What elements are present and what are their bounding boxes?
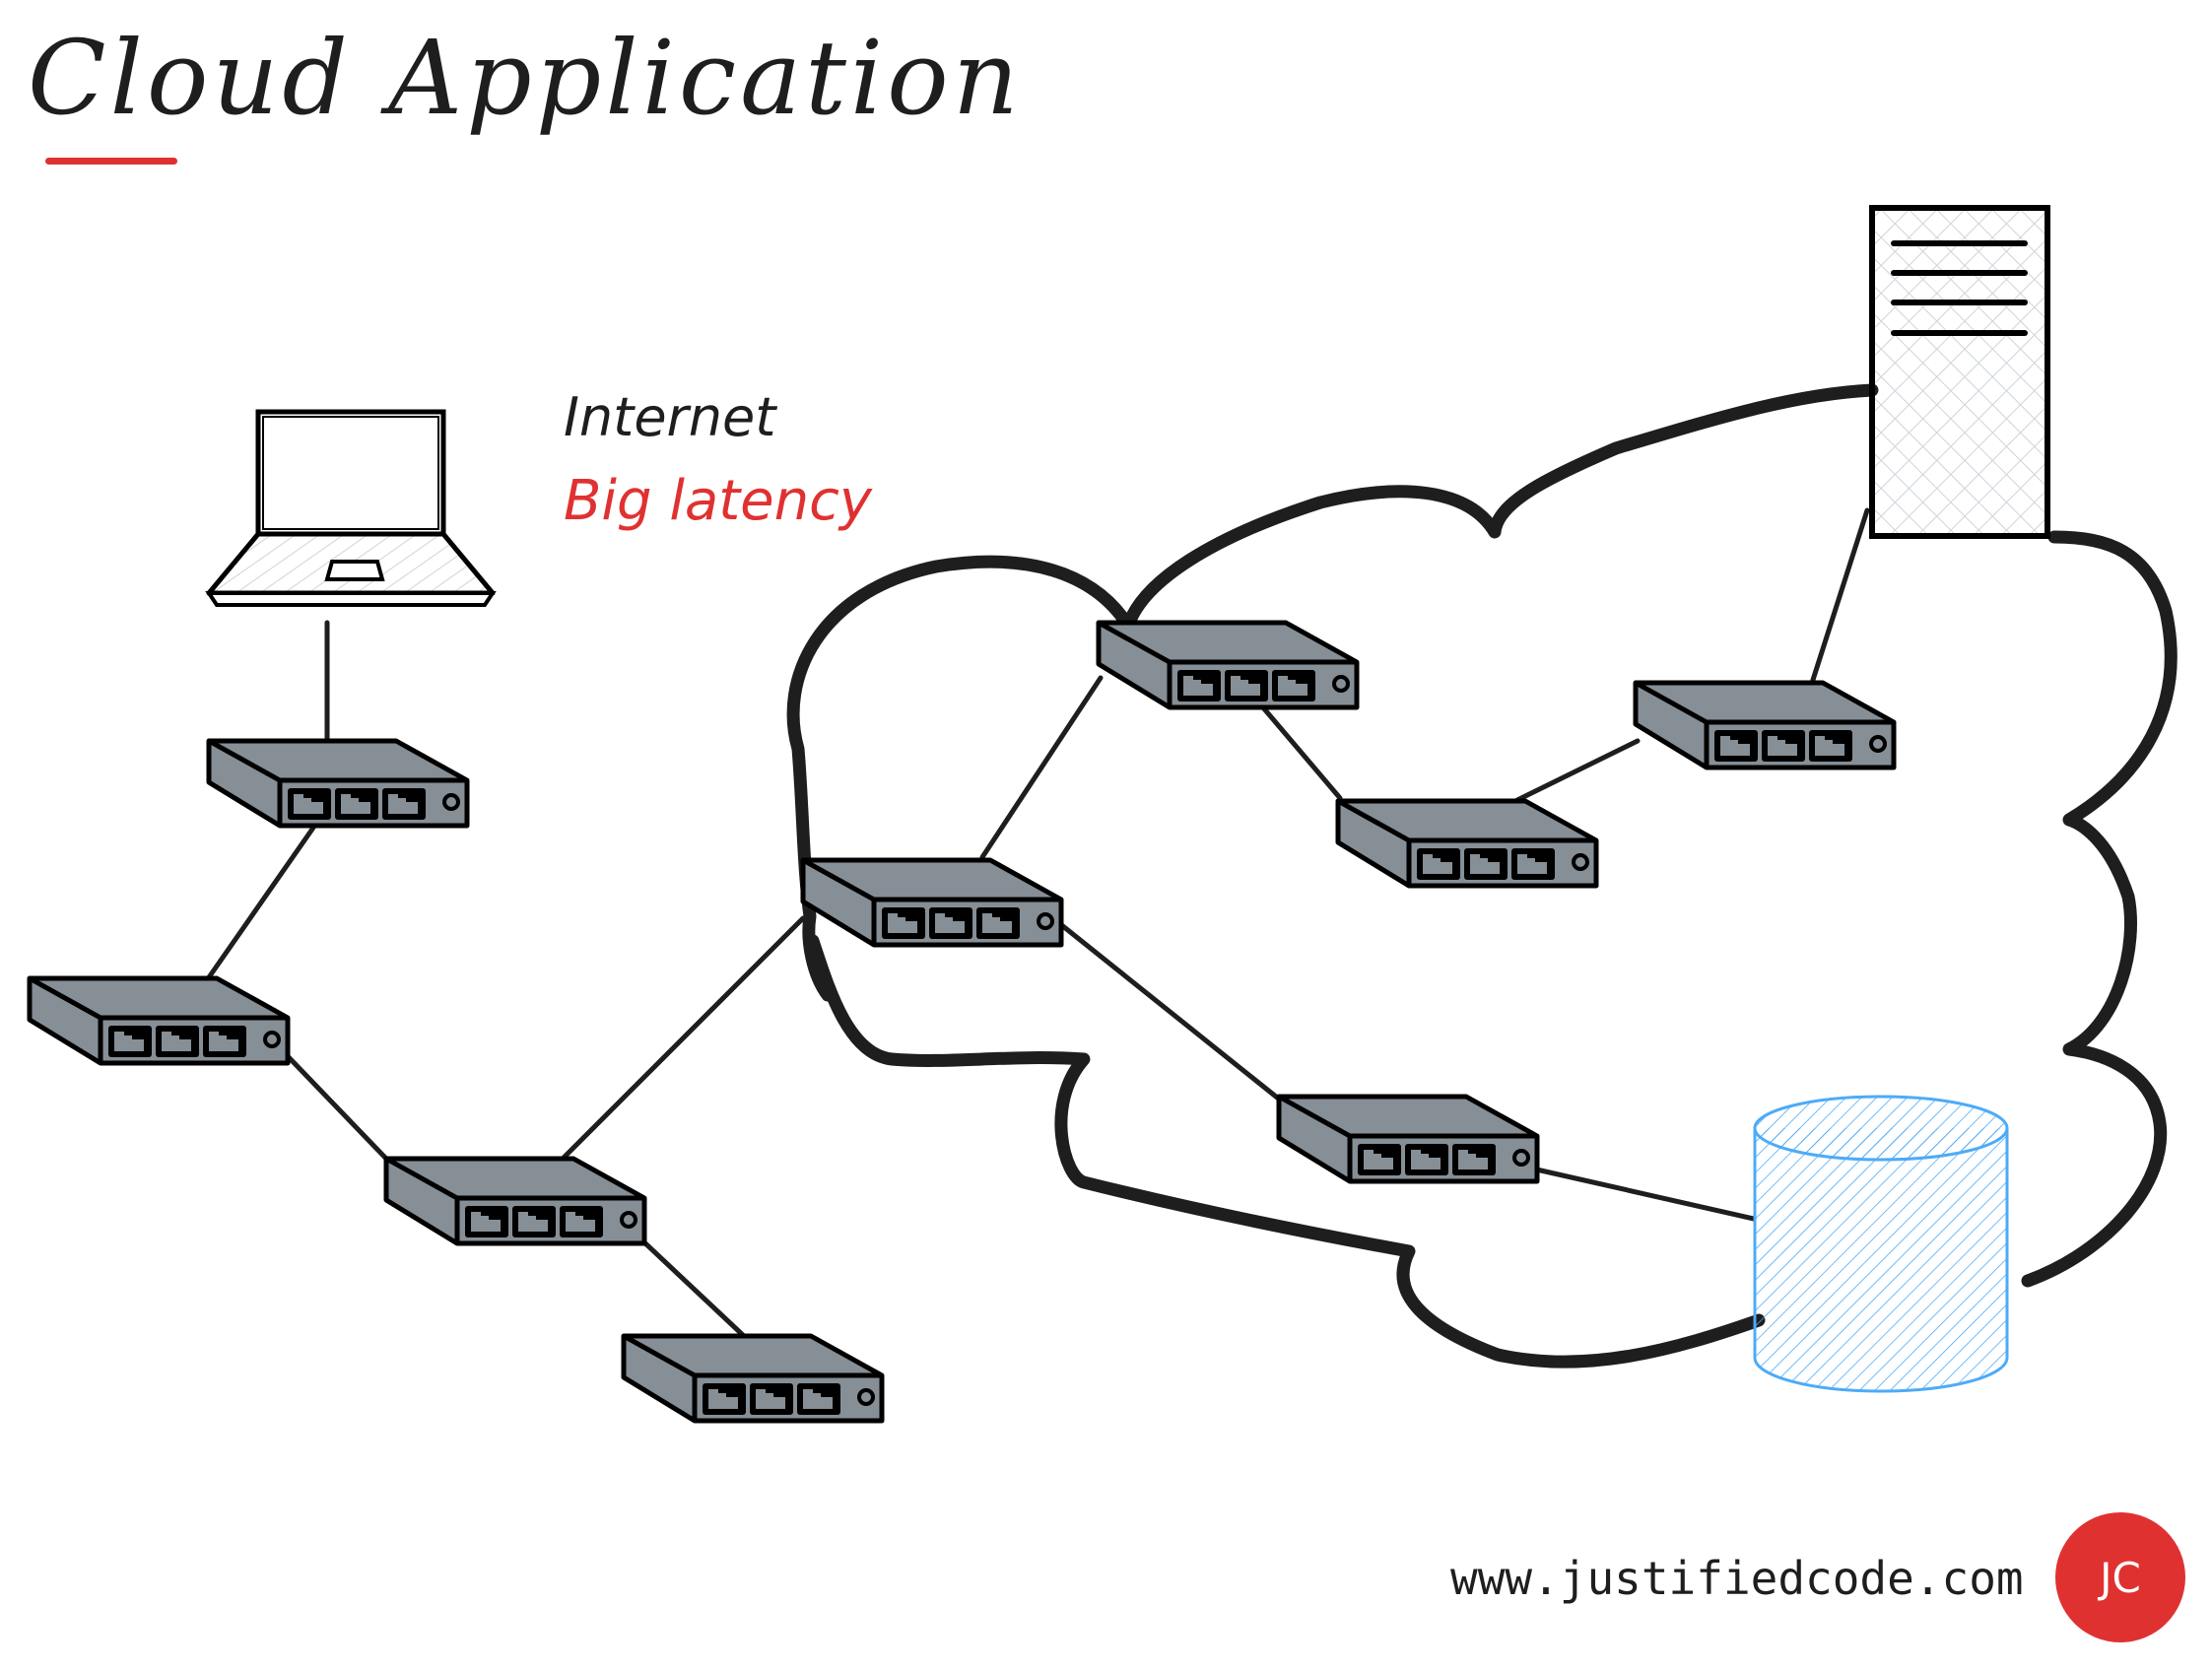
edge-sw-cloud-edge-sw-cloud-top	[979, 675, 1104, 860]
title-underline	[45, 158, 177, 165]
edge-sw-cloud-low-database	[1529, 1166, 1757, 1222]
edge-sw-b-sw-cloud-edge	[561, 915, 806, 1161]
edge-sw-a-sw-b	[283, 1051, 389, 1162]
brand-logo: JC	[2055, 1512, 2185, 1642]
switch-icon-cloud-edge	[803, 860, 1061, 945]
switch-icon-client	[209, 741, 467, 826]
switch-icon-cloud-right	[1636, 683, 1894, 768]
switch-icon-cloud-mid	[1338, 801, 1596, 886]
edge-sw-client-sw-a	[206, 825, 316, 980]
connections	[206, 507, 1870, 1339]
footer-url[interactable]: www.justifiedcode.com	[1450, 1552, 2024, 1605]
switch-icon-a	[30, 978, 288, 1063]
switch-icon-c	[624, 1336, 882, 1421]
edge-sw-cloud-edge-sw-cloud-low	[1041, 908, 1284, 1103]
edge-sw-cloud-mid-sw-cloud-right	[1514, 738, 1641, 803]
laptop-icon	[205, 409, 497, 607]
internet-label: Internet	[564, 386, 776, 448]
server-icon	[1869, 205, 2050, 539]
edge-sw-b-sw-c	[642, 1240, 747, 1339]
edge-sw-cloud-right-server	[1810, 507, 1870, 683]
latency-label: Big latency	[564, 469, 873, 533]
database-icon	[1753, 1095, 2009, 1393]
switch-icon-cloud-low	[1279, 1097, 1537, 1181]
page-title: Cloud Application	[28, 18, 1023, 138]
switch-icon-b	[386, 1159, 644, 1243]
brand-logo-text: JC	[2100, 1553, 2141, 1602]
switch-icon-cloud-top	[1099, 623, 1357, 707]
